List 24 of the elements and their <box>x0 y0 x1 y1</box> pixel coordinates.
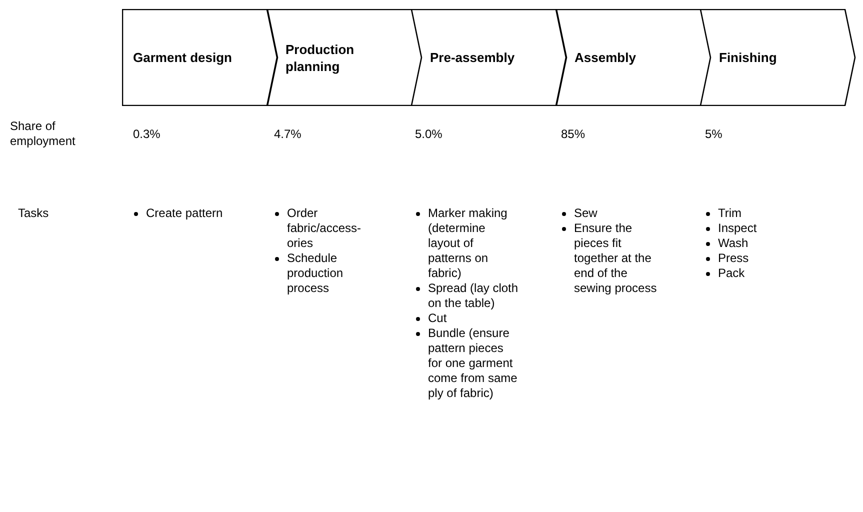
employment-share: 5% <box>705 127 722 142</box>
task-item: Marker making (determine layout of patterns on fabric) <box>428 206 508 281</box>
row-header: Share of employment <box>10 119 76 149</box>
task-item: Schedule production process <box>287 251 344 296</box>
task-item: Pack <box>718 266 746 281</box>
employment-share: 4.7% <box>274 127 302 142</box>
task-item: Trim <box>718 206 743 221</box>
task-item: Cut <box>428 311 448 326</box>
task-item: Spread (lay cloth on the table) <box>428 281 520 311</box>
task-item: Inspect <box>718 221 758 236</box>
employment-share: 0.3% <box>133 127 160 142</box>
task-item: Order fabric/access-ories <box>287 206 362 251</box>
task-item: Bundle (ensure pattern pieces for one garment come from same ply of fabric) <box>428 326 518 401</box>
stage-title: Finishing <box>719 49 777 66</box>
task-item: Sew <box>574 206 598 221</box>
task-item: Create pattern <box>146 206 224 221</box>
task-item: Press <box>718 251 750 266</box>
task-item: Wash <box>718 236 750 251</box>
stage-title: Pre-assembly <box>430 49 515 66</box>
employment-share: 85% <box>561 127 586 142</box>
employment-share: 5.0% <box>415 127 442 142</box>
row-header: Tasks <box>18 206 49 221</box>
task-item: Ensure the pieces fit together at the end of the sewing process <box>574 221 658 296</box>
stage-title: Garment design <box>133 49 232 66</box>
